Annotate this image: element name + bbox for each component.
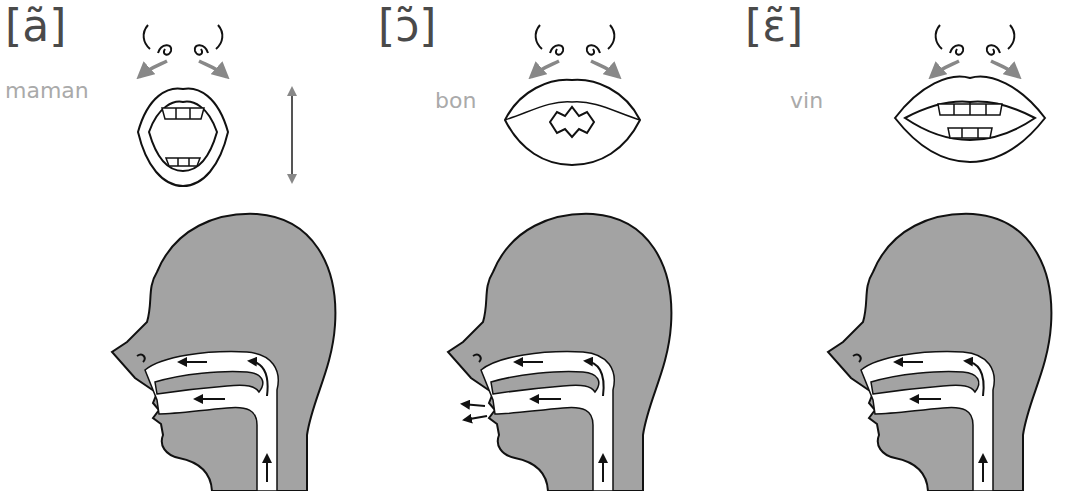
upper-teeth	[938, 103, 1002, 115]
head-profile	[112, 214, 335, 491]
nose-front	[139, 25, 227, 77]
head-profile	[448, 214, 671, 491]
mouth-opening	[905, 102, 1035, 140]
lips	[505, 80, 640, 165]
example-word: bon	[435, 90, 476, 112]
upper-teeth	[162, 108, 204, 119]
mouth-opening	[550, 107, 594, 137]
mouth-airflow-arrow	[462, 404, 485, 406]
rounded-mouth	[505, 80, 640, 165]
open-mouth	[138, 88, 228, 186]
mouth-opening	[149, 102, 217, 171]
nose-front	[931, 25, 1019, 77]
lips	[895, 77, 1045, 162]
opening-arrow	[291, 88, 293, 182]
nose-front	[139, 25, 227, 77]
spread-mouth	[895, 77, 1045, 162]
nose-front	[531, 25, 619, 77]
mouth-airflow-arrow	[464, 416, 487, 420]
head-profile	[828, 214, 1051, 491]
lower-teeth	[166, 158, 200, 166]
phonetic-symbol: [ɔ̃]	[378, 4, 437, 48]
nose-front	[931, 25, 1019, 77]
nose-front	[531, 25, 619, 77]
lower-teeth	[948, 128, 992, 138]
example-word: maman	[5, 80, 89, 102]
phonetic-symbol: [ɛ̃]	[745, 4, 803, 48]
phonetic-symbol: [ã]	[5, 4, 66, 48]
lips	[138, 88, 228, 186]
head-profile	[448, 214, 671, 491]
head-profile	[828, 214, 1051, 491]
head-profile	[112, 214, 335, 491]
example-word: vin	[790, 90, 823, 112]
